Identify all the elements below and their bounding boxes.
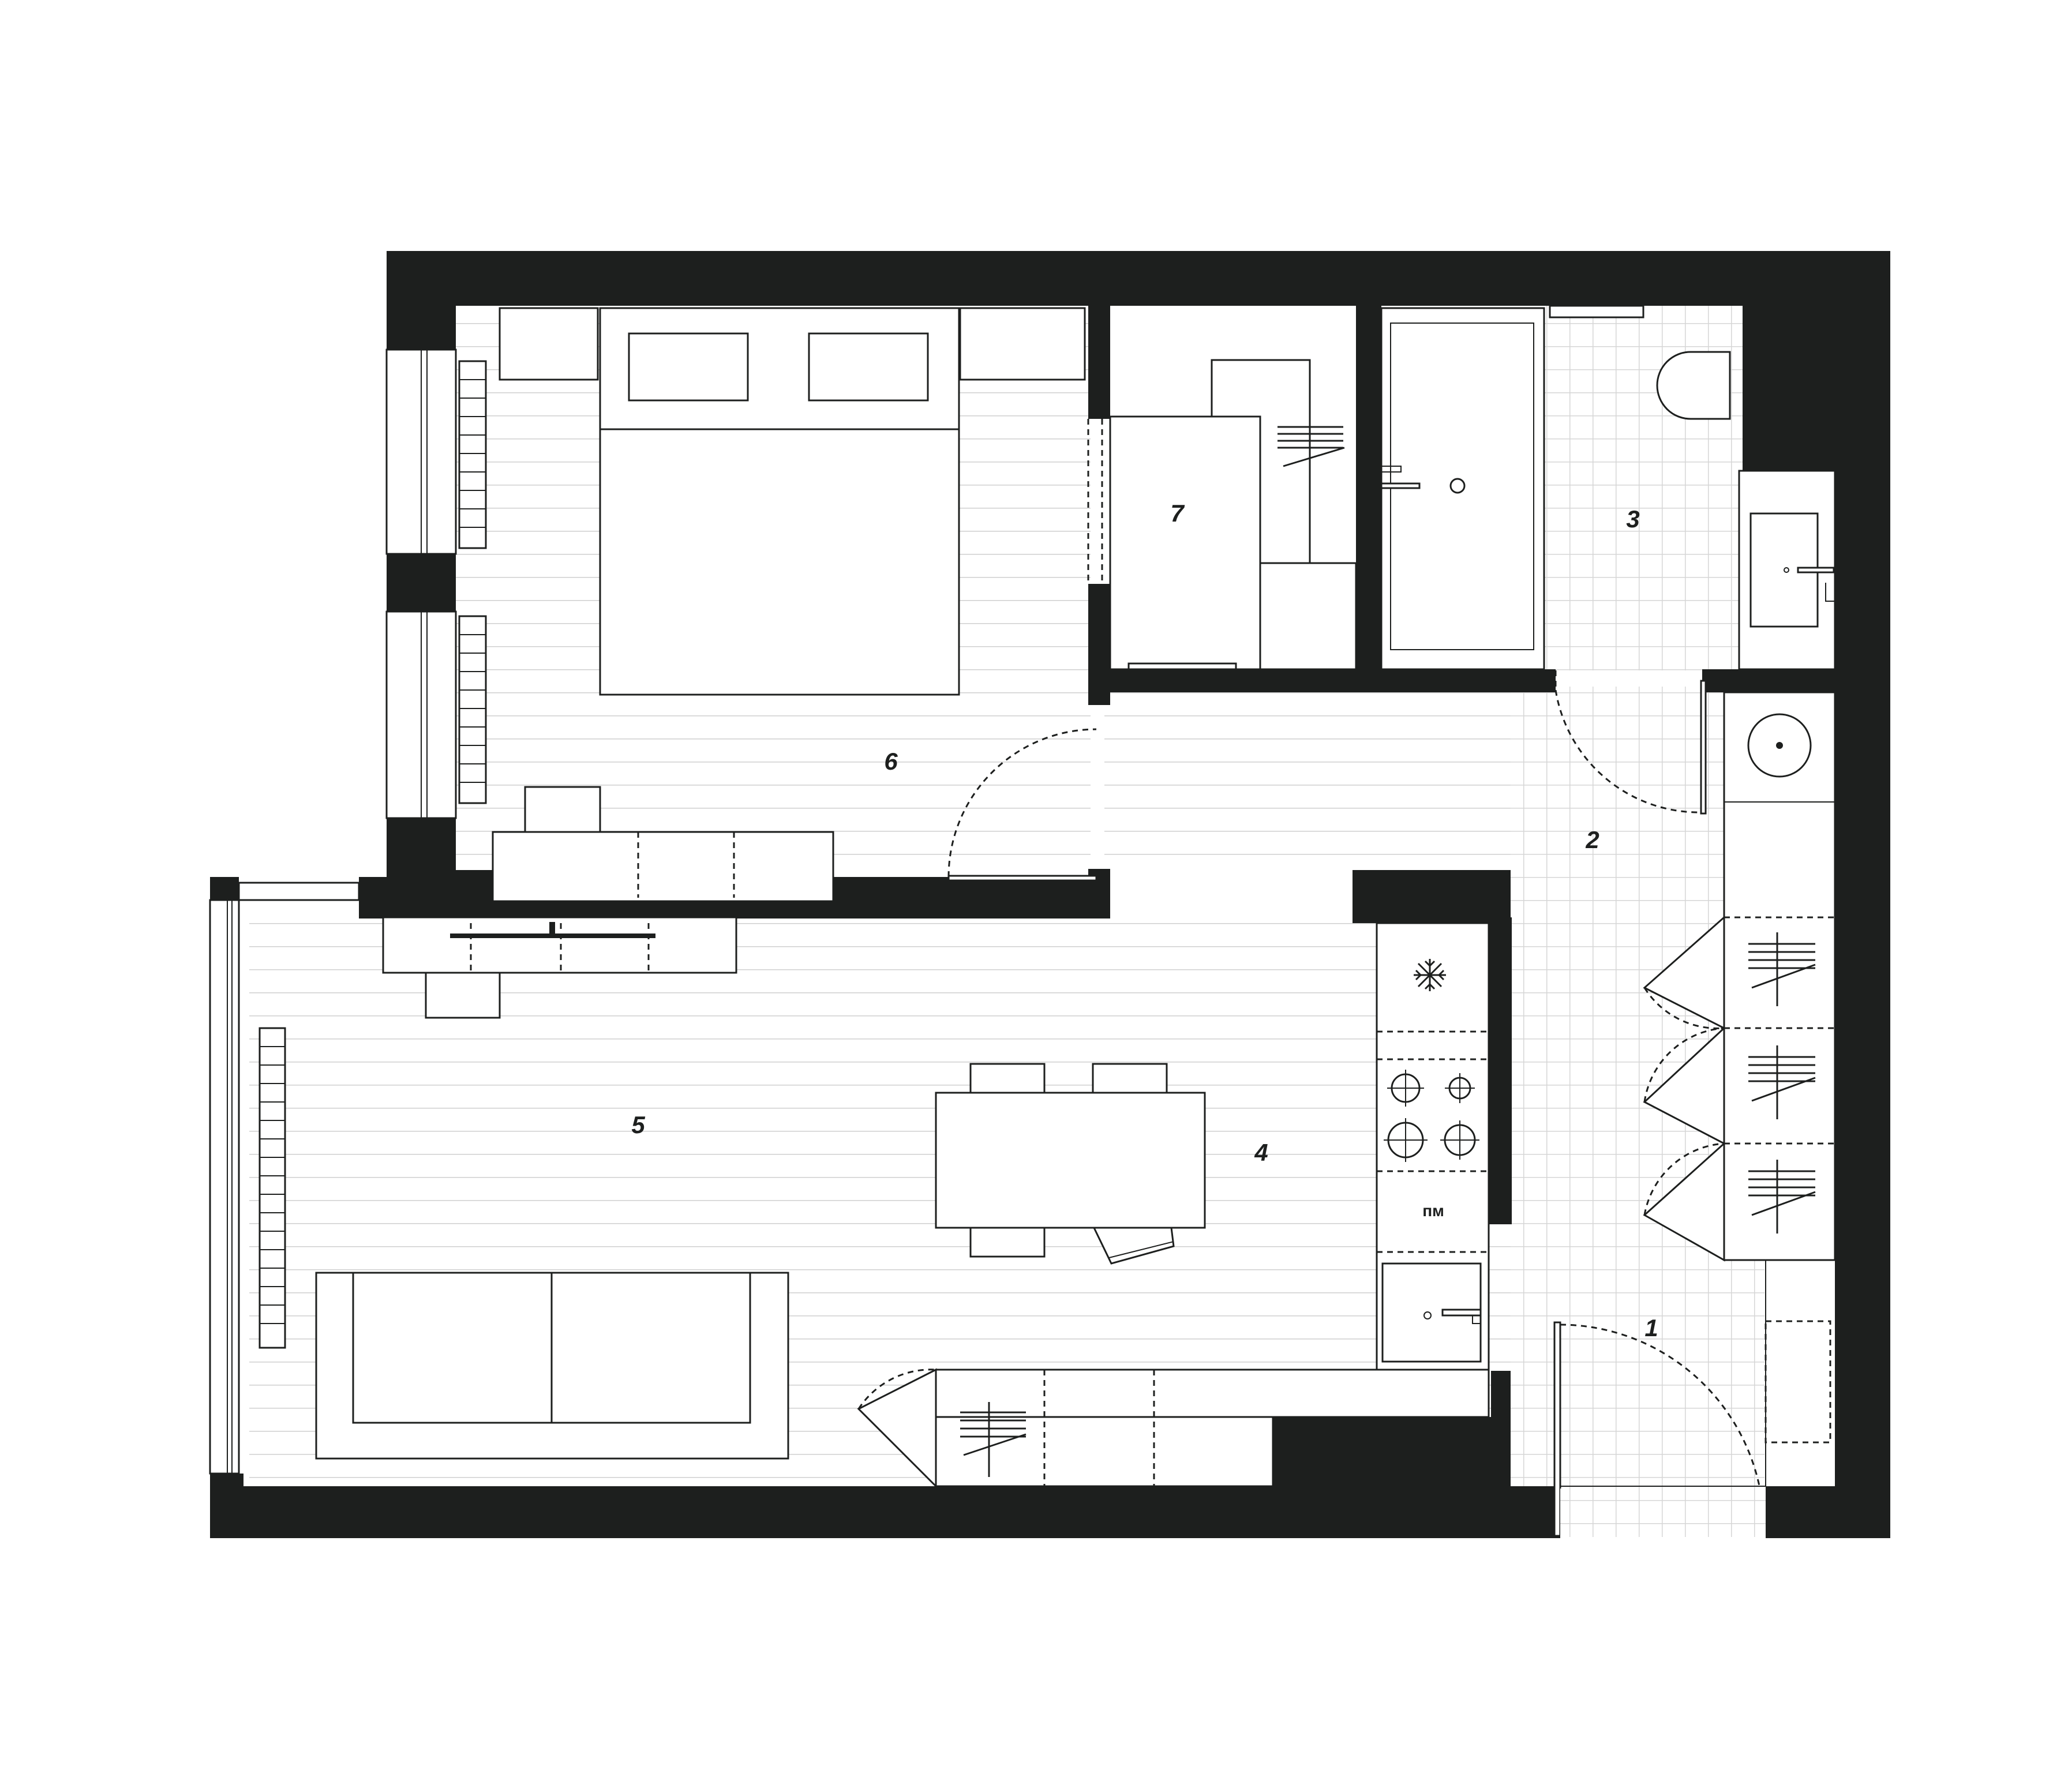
room-labels: 1 2 3 4 5 6 7 — [631, 500, 1658, 1341]
room-label-1: 1 — [1644, 1314, 1658, 1341]
nightstand-left — [499, 307, 599, 381]
walls — [210, 251, 1890, 1538]
dining-table — [935, 1092, 1206, 1229]
wall-right-niche — [1743, 306, 1835, 471]
bathroom — [1380, 305, 1836, 670]
room-label-2: 2 — [1585, 826, 1599, 853]
wardrobe-room — [1109, 359, 1357, 670]
wall-bottom-right — [1766, 1486, 1890, 1538]
kitchen-tap-icon — [1441, 1309, 1482, 1317]
pillow-left — [628, 332, 749, 402]
tv-unit — [382, 916, 737, 974]
radiator-bedroom-upper — [458, 360, 487, 549]
bedroom-door[interactable] — [947, 419, 1103, 882]
sofa-cushion-right — [550, 1272, 751, 1424]
windows — [209, 348, 457, 1475]
chair-bottom-right — [1092, 1227, 1175, 1265]
wardrobe-shelf — [1109, 415, 1261, 670]
wall-kitchen-corner — [1273, 1417, 1511, 1486]
kitchen-unit-bottom — [935, 1369, 1490, 1418]
kitchen: пм — [857, 922, 1490, 1489]
room-label-7: 7 — [1170, 500, 1185, 527]
bed — [599, 428, 960, 696]
desk-chair — [524, 786, 601, 834]
tv-pouf — [425, 972, 501, 1019]
sofa-cushion-left — [352, 1272, 553, 1424]
wall-bedroom-right-top — [1088, 306, 1110, 419]
wall-bedroom-left-top — [387, 306, 456, 350]
hob — [1384, 1070, 1479, 1162]
dining — [935, 1063, 1206, 1265]
pillow-right — [808, 332, 929, 402]
hanger-icon — [960, 1402, 1026, 1477]
bath-faucet-icon — [1380, 482, 1421, 489]
radiator-living — [259, 1027, 286, 1349]
hanger-icon — [1748, 1045, 1816, 1119]
living-furniture — [315, 916, 789, 1460]
room-label-3: 3 — [1626, 505, 1639, 533]
shoe-cabinet — [1764, 1320, 1831, 1444]
wall-bottom — [210, 1486, 1560, 1538]
hall-cabinet-column — [1723, 691, 1836, 1261]
radiators — [259, 360, 487, 1349]
bathroom-door[interactable] — [1554, 670, 1707, 815]
wall-right — [1835, 251, 1890, 1538]
wall-bath-bottom-right — [1702, 669, 1835, 692]
hanger-icon — [1277, 426, 1345, 467]
hanger-icon — [1748, 1160, 1816, 1234]
entrance-door[interactable] — [1553, 1321, 1766, 1537]
wall-kitchen-right — [1489, 917, 1512, 1224]
chair-top-left — [969, 1063, 1046, 1094]
microwave-label: пм — [1422, 1202, 1444, 1220]
radiator-bedroom-lower — [458, 615, 487, 804]
bathtub-drain — [1449, 478, 1466, 494]
chair-bottom-left — [969, 1227, 1046, 1258]
wall-living-left-bottom — [210, 1474, 243, 1537]
snowflake-icon — [1414, 959, 1446, 991]
wall-wardrobe-bath — [1356, 306, 1381, 692]
floor-corridor-inner — [1104, 692, 1511, 871]
wall-wardrobe-bottom — [1088, 669, 1556, 692]
washbasin-tap-icon — [1797, 567, 1835, 573]
toilet — [1656, 351, 1731, 420]
wall-bedroom-left-mid — [387, 554, 456, 612]
room-label-4: 4 — [1254, 1139, 1268, 1166]
nightstand-right — [959, 307, 1086, 381]
tv-stand-icon — [549, 922, 555, 935]
chair-top-right — [1092, 1063, 1168, 1094]
wall-kitchen-top — [1353, 870, 1511, 923]
tv — [450, 934, 655, 938]
room-label-6: 6 — [884, 748, 898, 775]
desk — [492, 831, 834, 902]
hanger-icon — [1748, 932, 1816, 1006]
wall-top — [387, 251, 1890, 306]
towel-rail — [1549, 305, 1644, 318]
wardrobe-bottom-bar — [1127, 662, 1237, 670]
kitchen-unit-cabinet — [935, 1416, 1274, 1487]
hall — [1643, 691, 1836, 1486]
wardrobe-unit-lower — [1259, 562, 1357, 670]
bedroom-furniture — [492, 307, 1086, 902]
window-living — [209, 899, 240, 1475]
window-living-top — [238, 882, 360, 901]
room-label-5: 5 — [631, 1111, 645, 1138]
wall-living-left-top — [210, 877, 239, 900]
